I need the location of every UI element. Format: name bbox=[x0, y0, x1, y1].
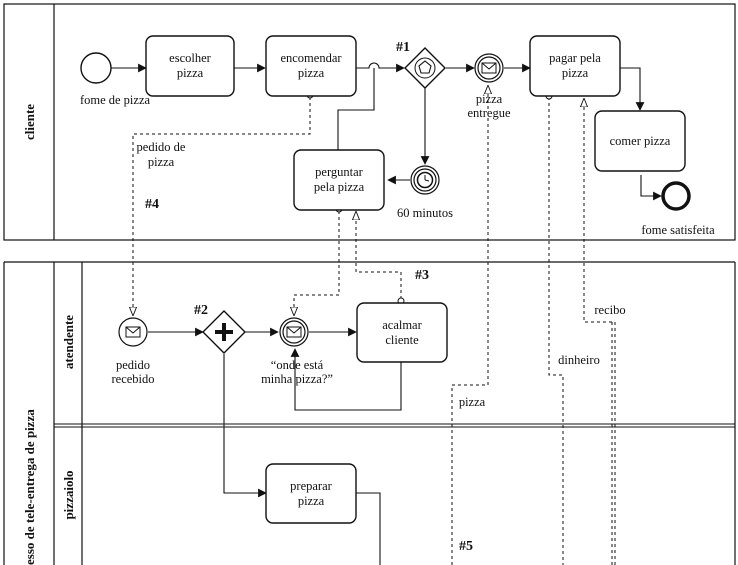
flow-label-pedido: pedido de bbox=[137, 140, 186, 154]
message-catch-event-pizza-entregue: pizza entregue bbox=[467, 53, 511, 120]
marker-5: #5 bbox=[459, 539, 473, 554]
event-label: entregue bbox=[467, 106, 510, 120]
flow-gateway2-preparar bbox=[223, 354, 267, 498]
marker-3: #3 bbox=[415, 268, 429, 283]
message-start-event-pedido-recebido: pedido recebido bbox=[111, 317, 155, 386]
task-acalmar-cliente: acalmar cliente bbox=[356, 302, 448, 363]
task-label: encomendar bbox=[280, 51, 342, 65]
envelope-icon bbox=[286, 326, 302, 338]
lane-label-pizzaiolo: pizzaiolo bbox=[61, 470, 76, 519]
msg-onde-esta bbox=[294, 211, 340, 315]
flow-pagar-comer bbox=[620, 67, 645, 111]
task-pagar-pela-pizza: pagar pela pizza bbox=[529, 35, 621, 97]
msg-dinheiro bbox=[548, 97, 564, 565]
task-label: pizza bbox=[298, 66, 325, 80]
message-flows bbox=[133, 86, 616, 565]
task-label: escolher bbox=[169, 51, 211, 65]
marker-4: #4 bbox=[145, 197, 159, 212]
task-label: acalmar bbox=[382, 318, 422, 332]
timer-event-60-minutos: 60 minutos bbox=[397, 165, 453, 220]
event-label: “onde está bbox=[271, 358, 324, 372]
pool-cliente: cliente bbox=[3, 3, 736, 241]
pool-label-cliente: cliente bbox=[22, 104, 37, 140]
task-label: pizza bbox=[177, 66, 204, 80]
sequence-flows bbox=[111, 62, 662, 565]
task-escolher-pizza: escolher pizza bbox=[145, 35, 235, 97]
task-preparar-pizza: preparar pizza bbox=[265, 463, 357, 524]
event-label: pedido bbox=[116, 358, 150, 372]
parallel-gateway bbox=[202, 310, 246, 354]
message-catch-event-onde-esta: “onde está minha pizza?” bbox=[261, 317, 333, 386]
task-label: cliente bbox=[385, 333, 419, 347]
flow-perguntar-loop bbox=[337, 68, 375, 150]
task-label: pela pizza bbox=[314, 180, 365, 194]
flow-comer-end bbox=[640, 175, 662, 201]
event-label: minha pizza?” bbox=[261, 372, 333, 386]
end-event: fome satisfeita bbox=[641, 181, 715, 237]
task-label: pizza bbox=[298, 494, 325, 508]
task-label: pizza bbox=[562, 66, 589, 80]
task-label: pagar pela bbox=[549, 51, 601, 65]
marker-1: #1 bbox=[396, 40, 410, 55]
pool-processo: Processo de tele-entrega de pizza atende… bbox=[3, 261, 736, 565]
clock-icon bbox=[416, 171, 434, 189]
event-based-gateway bbox=[404, 47, 446, 89]
start-event: fome de pizza bbox=[80, 52, 151, 107]
task-label: perguntar bbox=[315, 165, 364, 179]
envelope-icon bbox=[481, 62, 497, 74]
msg-recibo bbox=[584, 99, 616, 565]
lane-label-atendente: atendente bbox=[61, 315, 76, 369]
task-label: preparar bbox=[290, 479, 332, 493]
task-encomendar-pizza: encomendar pizza bbox=[265, 35, 357, 97]
event-label: fome satisfeita bbox=[641, 223, 715, 237]
flow-label-recibo: recibo bbox=[594, 303, 625, 317]
flow-label-pedido: pizza bbox=[148, 155, 175, 169]
flow-label-pizza: pizza bbox=[459, 395, 486, 409]
task-comer-pizza: comer pizza bbox=[594, 110, 686, 172]
marker-2: #2 bbox=[194, 303, 208, 318]
event-label: recebido bbox=[111, 372, 154, 386]
msg-acalmar-cliente bbox=[356, 212, 402, 299]
pool-label-processo: Processo de tele-entrega de pizza bbox=[22, 409, 37, 565]
event-label: 60 minutos bbox=[397, 206, 453, 220]
task-perguntar-pela-pizza: perguntar pela pizza bbox=[293, 149, 385, 211]
msg-pedido-de-pizza bbox=[133, 97, 311, 315]
flow-preparar-out bbox=[356, 492, 381, 565]
plus-icon bbox=[215, 323, 233, 341]
flow-label-dinheiro: dinheiro bbox=[558, 353, 600, 367]
flow-acalmar-loop bbox=[290, 348, 402, 411]
msg-pizza bbox=[451, 86, 488, 565]
pentagon-icon bbox=[414, 57, 436, 79]
task-label: comer pizza bbox=[610, 134, 671, 148]
event-label: pizza bbox=[476, 92, 503, 106]
event-label: fome de pizza bbox=[80, 93, 151, 107]
flow-encomendar-gateway1 bbox=[356, 62, 405, 73]
envelope-icon bbox=[125, 326, 141, 338]
